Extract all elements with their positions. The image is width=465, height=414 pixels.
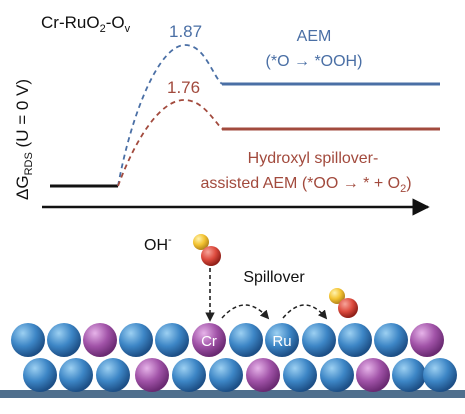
top-atom-row — [11, 323, 444, 357]
spillover-label: Spillover — [243, 269, 305, 286]
upper-path-label-line1: AEM — [297, 28, 332, 45]
cr-atom-label: Cr — [201, 333, 217, 350]
hydroxide-label: OH- — [144, 234, 172, 254]
lower-barrier-value: 1.76 — [167, 78, 200, 97]
bottom-atom-row — [23, 358, 457, 392]
lower-path-label-line1: Hydroxyl spillover- — [248, 150, 379, 167]
ru-atom-left — [229, 323, 263, 357]
y-axis-label: ΔGRDS (U = 0 V) — [13, 79, 35, 200]
cr-atom: Cr — [192, 323, 226, 357]
lower-path-label-line2: assisted AEM (*OO → * + O2) — [200, 175, 411, 195]
spillover-arrow-1 — [221, 304, 270, 320]
upper-transition-curve — [117, 44, 223, 187]
catalyst-title: Cr-RuO2-Ov — [41, 13, 131, 35]
substrate-slab — [0, 390, 465, 398]
upper-barrier-value: 1.87 — [169, 22, 202, 41]
upper-path-label-line2: (*O → *OOH) — [266, 53, 363, 70]
lower-transition-curve — [117, 99, 223, 187]
oxygen-product-molecule — [329, 288, 358, 318]
ru-atom-label: Ru — [272, 333, 291, 350]
hydroxide-molecule — [193, 234, 221, 266]
spillover-arrow-2 — [282, 304, 328, 320]
ru-atom: Ru — [265, 323, 299, 357]
